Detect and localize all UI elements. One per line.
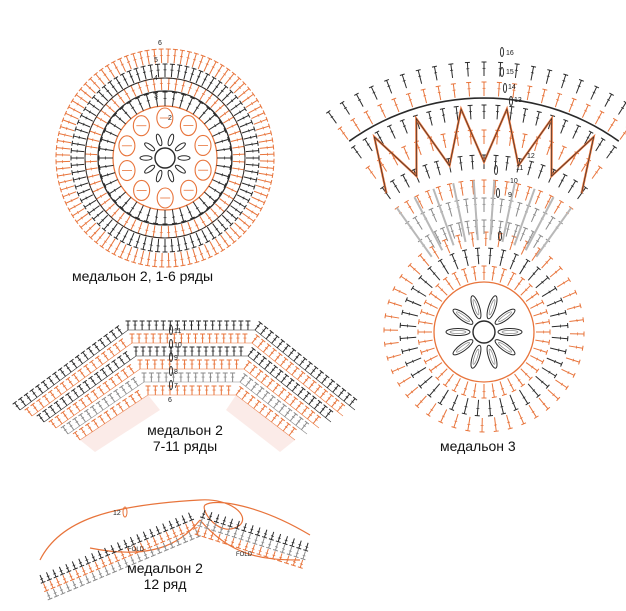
m3-petals: [445, 295, 523, 369]
caption-medallion-2-rows-1-6: медальон 2, 1-6 ряды: [72, 268, 214, 284]
m2-row-label-5: 5: [154, 57, 158, 64]
row12-label: 12: [113, 510, 121, 517]
band-row-label-7: 7: [174, 383, 178, 390]
band-row-label-8: 8: [174, 369, 178, 376]
m3-center-ring: [472, 320, 496, 344]
band-row-label-10: 10: [174, 342, 182, 349]
ring-2-outline: [112, 105, 218, 211]
band-row-9: [36, 346, 334, 423]
m3-row-label-11: 11: [516, 165, 523, 172]
ring-3-outline: [97, 90, 233, 226]
band-row-11: [12, 320, 358, 411]
m2-row-label-4: 4: [154, 75, 158, 82]
ring-6-stitches: [55, 48, 275, 268]
m3-ring-outline: [433, 281, 535, 383]
center-ring: [154, 147, 176, 169]
band-row-7: [60, 372, 310, 435]
m3-fan-row-5: [365, 129, 603, 179]
m3-row-label-13: 13: [514, 97, 522, 104]
m3-row-label-16: 16: [506, 50, 514, 57]
medallion-3-chart: [325, 47, 626, 433]
caption-medallion-2-title-b: медальон 2: [127, 560, 203, 576]
orange-lobes: [118, 107, 212, 209]
m3-row13-arc: [348, 97, 620, 142]
band-shade-right: [226, 395, 295, 452]
medallion-2-row-12-chart: [39, 499, 311, 601]
m3-ring-stitches-a: [417, 265, 551, 399]
m3-row-label-14: 14: [508, 84, 516, 91]
m3-chain-arcs: [396, 180, 572, 258]
m3-fan-row-1: [417, 219, 551, 253]
band-row-label-11: 11: [174, 328, 181, 335]
m3-row-markers: [493, 47, 514, 241]
m2-row-label-6: 6: [158, 40, 162, 47]
caption-row-12: 12 ряд: [143, 576, 187, 592]
m2-row-label-2: 2: [168, 115, 172, 122]
caption-medallion-3: медальон 3: [440, 438, 516, 454]
m3-zigzag: [372, 105, 596, 194]
m3-row-label-9: 9: [508, 192, 512, 199]
m3-fan-row-3: [394, 179, 574, 220]
m3-row-label-12: 12: [527, 153, 535, 160]
m3-fan-row-6: [350, 104, 618, 159]
m3-row-label-10: 10: [510, 178, 518, 185]
row12-stitch-band: [39, 509, 309, 601]
row12-marker: [122, 506, 128, 518]
band-row-label-9: 9: [174, 355, 178, 362]
puff-petals: [139, 133, 191, 183]
caption-medallion-2-rows-7-11: медальон 2 7-11 ряды: [130, 422, 240, 454]
fold-label-right: FOLD: [236, 552, 253, 558]
band-center-markers: [168, 325, 174, 390]
ring-3-stitches: [98, 91, 232, 225]
band-row-8: [48, 359, 322, 429]
caption-medallion-2-row-12: медальон 2 12 ряд: [110, 560, 220, 592]
row12-fold-curve: [89, 519, 301, 561]
ring-5-stitches: [70, 63, 260, 253]
band-shade-left: [80, 395, 160, 452]
band-row-label-6: 6: [168, 397, 172, 404]
row12-outer-curve: [39, 499, 311, 561]
band-row-6: [72, 385, 297, 441]
m3-ring-stitches-b: [399, 247, 569, 417]
band-row-10: [24, 333, 346, 417]
m3-fan-row-8: [325, 61, 626, 124]
m3-fan-row-7: [337, 81, 626, 140]
fold-label-left: FOLD: [128, 547, 145, 553]
caption-medallion-2-title: медальон 2: [147, 422, 223, 438]
m3-ring-stitches-c: [383, 231, 585, 433]
caption-rows-7-11: 7-11 ряды: [152, 438, 218, 454]
ring-4-outline: [84, 77, 246, 239]
medallion-2-rows-7-11-chart: [12, 320, 358, 452]
medallion-2-rows-1-6-chart: [55, 48, 275, 268]
m3-row-label-15: 15: [506, 69, 514, 76]
m2-row-label-3: 3: [154, 93, 158, 100]
